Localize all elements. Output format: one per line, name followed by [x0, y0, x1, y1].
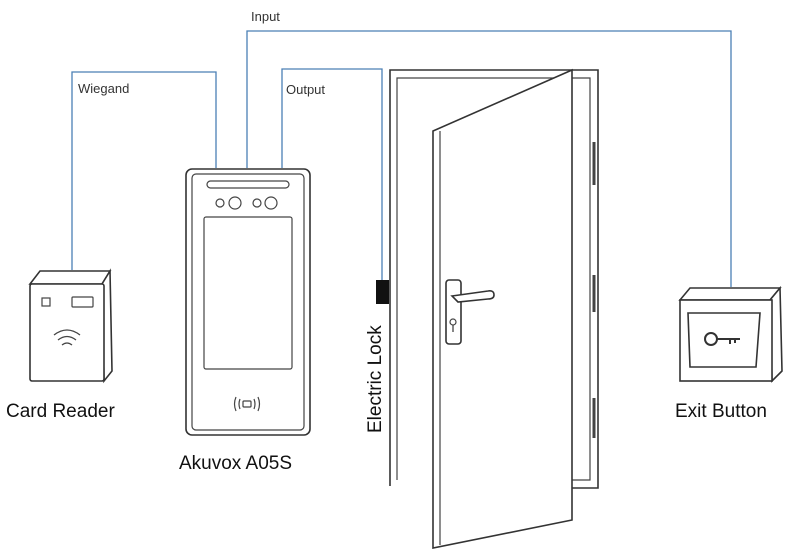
intercom-device: [185, 168, 311, 436]
contactless-icon: [53, 329, 81, 346]
key-icon: [704, 332, 740, 346]
output-label: Output: [286, 82, 325, 97]
door-handle-plate: [445, 279, 462, 345]
exit-button-label: Exit Button: [675, 401, 767, 422]
card-reader-front: [29, 283, 105, 382]
camera-right-icon: [264, 196, 278, 210]
intercom-label: Akuvox A05S: [179, 453, 292, 474]
wiegand-label: Wiegand: [78, 81, 129, 96]
intercom-screen: [203, 216, 293, 370]
wires: [71, 30, 732, 287]
electric-lock-label: Electric Lock: [365, 325, 386, 433]
card-reader-display: [71, 296, 94, 308]
camera-left-small-icon: [215, 198, 225, 208]
door-leaf: [432, 68, 573, 549]
card-reader-device: [28, 268, 113, 384]
output-wire: [281, 68, 383, 280]
door: [389, 68, 599, 549]
card-reader-top: [28, 270, 112, 285]
camera-left-icon: [228, 196, 242, 210]
door-handle-lever: [450, 290, 495, 303]
card-reader-led: [41, 297, 51, 307]
nfc-icon: [233, 396, 261, 412]
exit-button-device: [678, 285, 783, 383]
exit-button-top: [678, 287, 782, 301]
input-wire: [246, 30, 732, 287]
camera-right-small-icon: [252, 198, 262, 208]
card-reader-label: Card Reader: [6, 401, 115, 422]
intercom-light-bar: [206, 180, 290, 189]
intercom-inner-frame: [191, 173, 305, 431]
input-label: Input: [251, 9, 280, 24]
electric-lock-block: [376, 280, 389, 304]
wiegand-wire: [71, 71, 217, 270]
